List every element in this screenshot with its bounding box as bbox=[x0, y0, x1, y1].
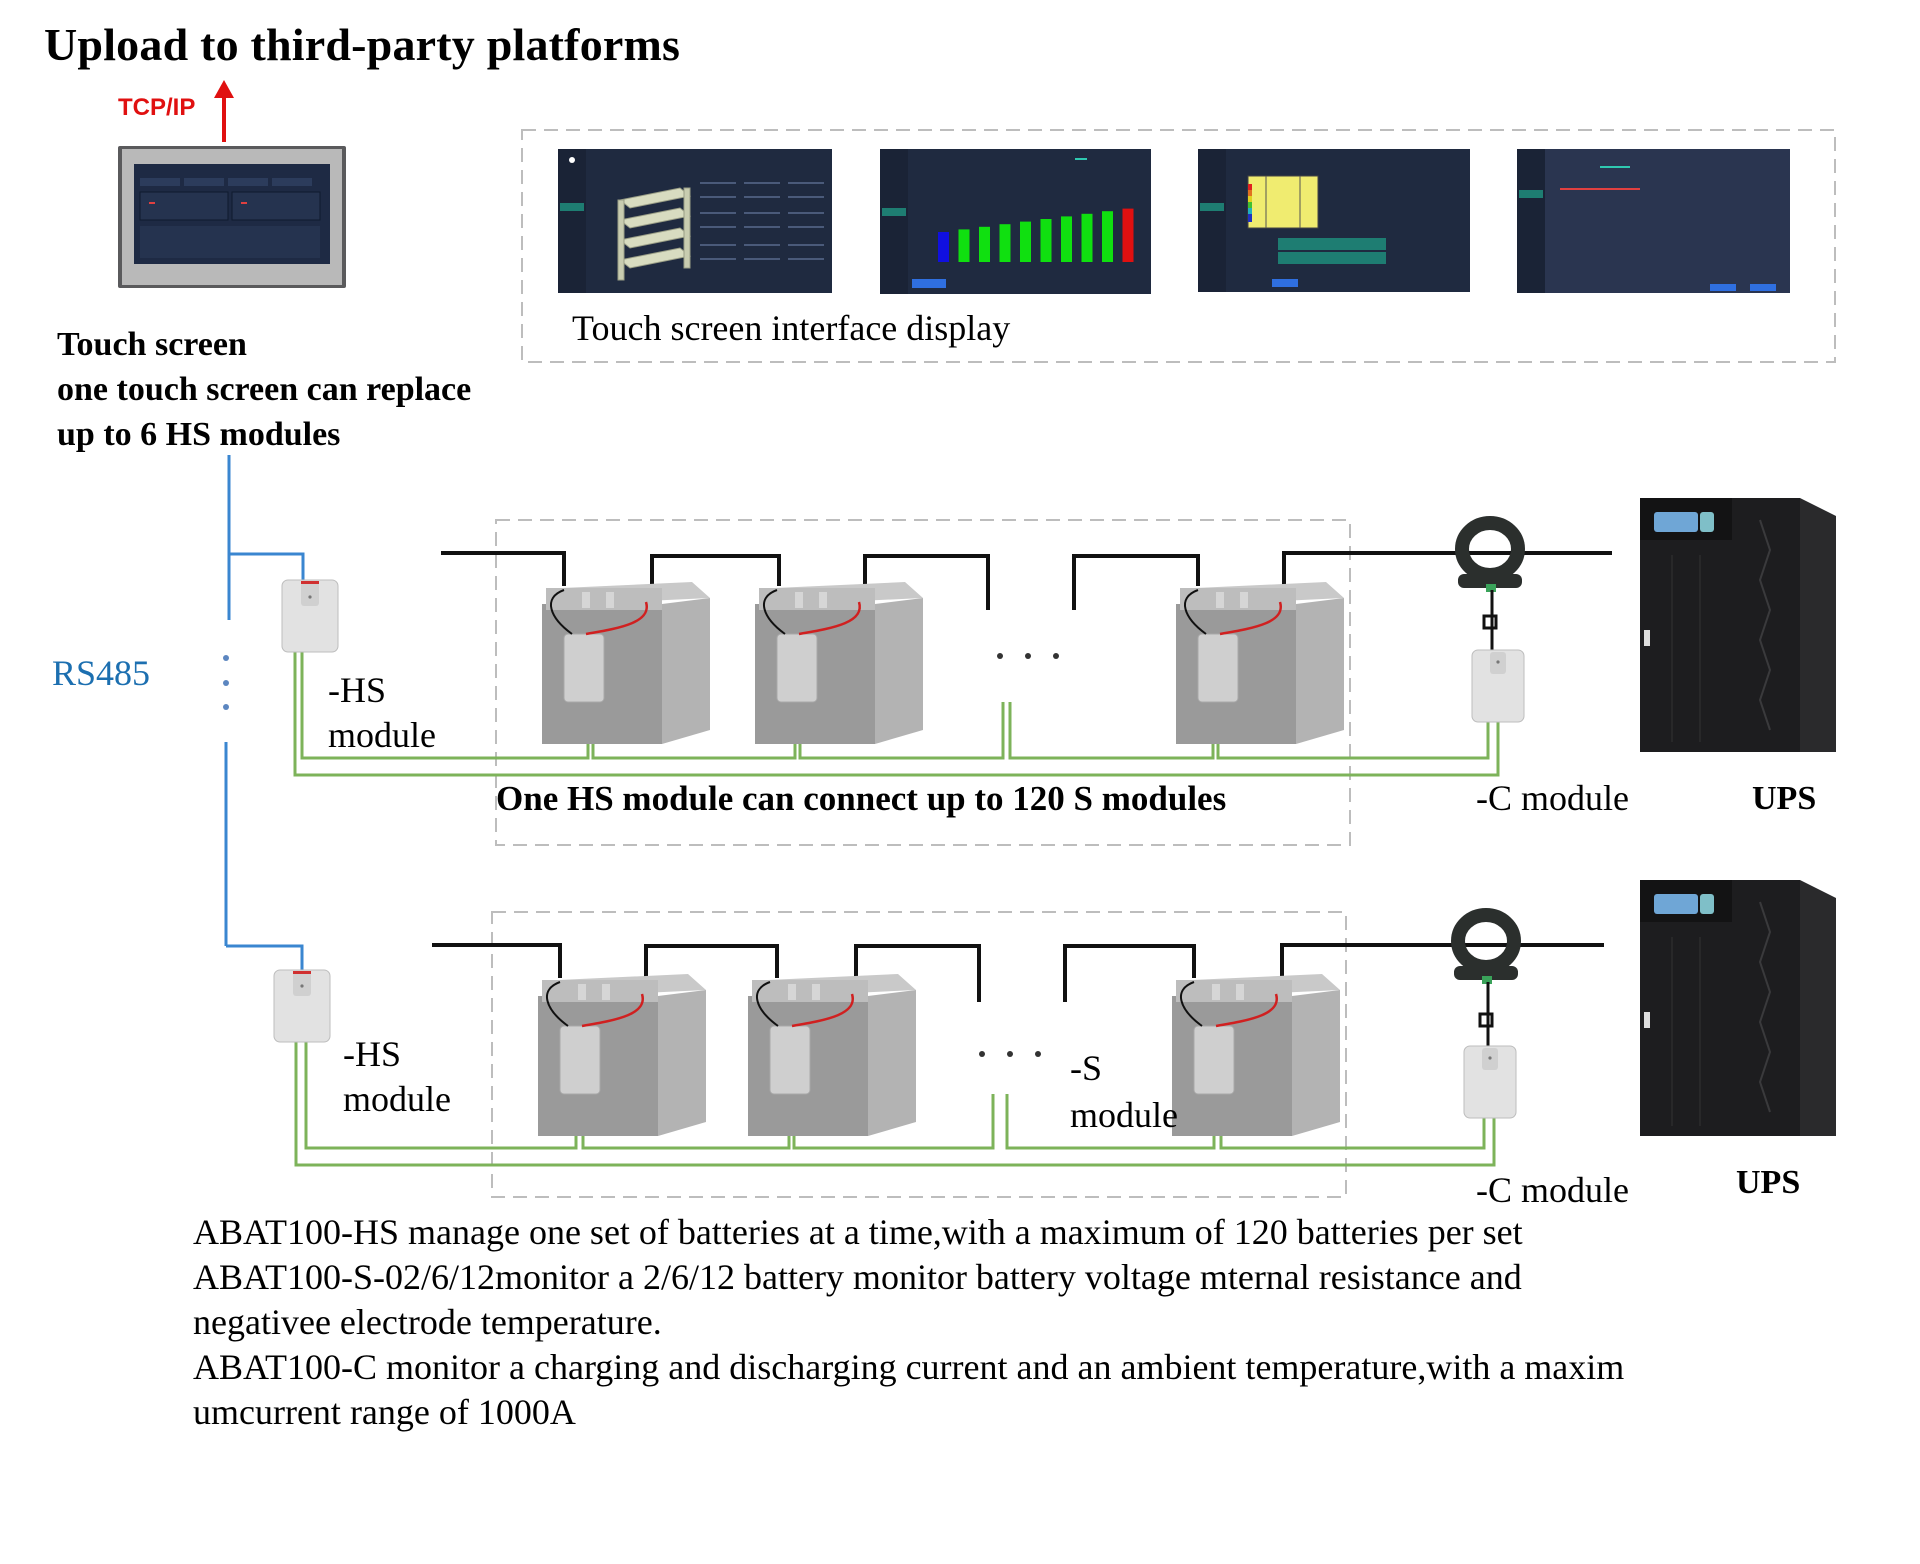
thumbnail-bar bbox=[958, 229, 970, 262]
page-title: Upload to third-party platforms bbox=[44, 19, 681, 70]
description-line: ABAT100-S-02/6/12monitor a 2/6/12 batter… bbox=[193, 1257, 1522, 1297]
c-module-1-label: -C module bbox=[1476, 778, 1629, 818]
hs-module-2-label-line-2: module bbox=[343, 1079, 451, 1119]
thumbnail-bar bbox=[1102, 211, 1113, 262]
battery-with-s-module-icon[interactable] bbox=[748, 974, 916, 1136]
interface-gallery-caption: Touch screen interface display bbox=[572, 308, 1011, 348]
s-module-group-frame-2 bbox=[491, 911, 1347, 1198]
tcp-arrow-icon bbox=[214, 80, 234, 142]
ups-cabinet-icon-1[interactable] bbox=[1640, 498, 1836, 752]
bus-continuation-dots-icon bbox=[223, 655, 229, 710]
product-description: ABAT100-HS manage one set of batteries a… bbox=[193, 1210, 1624, 1435]
tcp-ip-label: TCP/IP bbox=[118, 94, 196, 121]
hs-module-1-label-line-1: -HS bbox=[328, 670, 387, 710]
thumbnail-bar bbox=[938, 232, 949, 262]
ups-cabinet-icon-2[interactable] bbox=[1640, 880, 1836, 1136]
c-module-2-label: -C module bbox=[1476, 1170, 1629, 1210]
hs-module-2-label-line-1: -HS bbox=[343, 1034, 402, 1074]
thumbnail-bar bbox=[1061, 216, 1072, 262]
description-line: ABAT100-C monitor a charging and dischar… bbox=[193, 1347, 1625, 1387]
hs-module-icon-2[interactable] bbox=[273, 969, 331, 1043]
ups-1-label: UPS bbox=[1752, 780, 1817, 817]
rs485-bus-line bbox=[224, 455, 305, 978]
touch-screen-title: Touch screen bbox=[57, 326, 247, 363]
s-module-label-line-2: module bbox=[1070, 1095, 1178, 1135]
power-cable-row-2 bbox=[432, 943, 1604, 1002]
description-line: negativee electrode temperature. bbox=[193, 1302, 662, 1342]
screen-thumbnail-heatmap[interactable] bbox=[1198, 149, 1470, 292]
screen-thumbnail-alarm-list[interactable] bbox=[1517, 149, 1790, 293]
hs-module-1-label-line-2: module bbox=[328, 715, 436, 755]
battery-with-s-module-icon[interactable] bbox=[542, 582, 710, 744]
interface-gallery-frame bbox=[521, 129, 1836, 363]
c-module-icon-2[interactable] bbox=[1463, 1045, 1517, 1119]
c-module-icon-1[interactable] bbox=[1471, 649, 1525, 723]
s-module-capacity-caption: One HS module can connect up to 120 S mo… bbox=[496, 779, 1227, 818]
thumbnail-bar bbox=[979, 226, 990, 262]
description-line: ABAT100-HS manage one set of batteries a… bbox=[193, 1212, 1523, 1252]
thumbnail-bar bbox=[1081, 213, 1093, 262]
thumbnail-bar bbox=[1020, 221, 1031, 262]
rs485-label: RS485 bbox=[52, 653, 151, 693]
thumbnail-bar bbox=[1040, 219, 1052, 262]
battery-with-s-module-icon[interactable] bbox=[1176, 582, 1344, 744]
power-cable-row-1 bbox=[441, 551, 1612, 610]
s-module-label-line-1: -S bbox=[1070, 1048, 1103, 1088]
hs-module-icon-1[interactable] bbox=[281, 579, 339, 653]
batteries-ellipsis-icon-1 bbox=[997, 653, 1059, 659]
battery-with-s-module-icon[interactable] bbox=[538, 974, 706, 1136]
batteries-ellipsis-icon-2 bbox=[979, 1051, 1041, 1057]
screen-thumbnail-rack[interactable] bbox=[558, 149, 832, 293]
battery-with-s-module-icon[interactable] bbox=[755, 582, 923, 744]
thumbnail-bar bbox=[999, 224, 1011, 262]
battery-with-s-module-icon[interactable] bbox=[1172, 974, 1340, 1136]
touch-screen-desc-line-2: one touch screen can replace bbox=[57, 371, 472, 408]
touch-screen-desc-line-3: up to 6 HS modules bbox=[57, 416, 341, 453]
current-sensor-icon-2 bbox=[1451, 908, 1521, 1046]
current-sensor-icon-1 bbox=[1455, 516, 1525, 650]
ups-2-label: UPS bbox=[1736, 1164, 1801, 1201]
bar-chart-bars bbox=[938, 208, 1134, 262]
thumbnail-bar bbox=[1122, 208, 1134, 262]
s-module-group-frame-1 bbox=[495, 519, 1351, 846]
description-line: umcurrent range of 1000A bbox=[193, 1392, 576, 1432]
touch-screen-device[interactable] bbox=[118, 146, 346, 288]
screen-thumbnail-bar-chart[interactable] bbox=[880, 149, 1151, 294]
